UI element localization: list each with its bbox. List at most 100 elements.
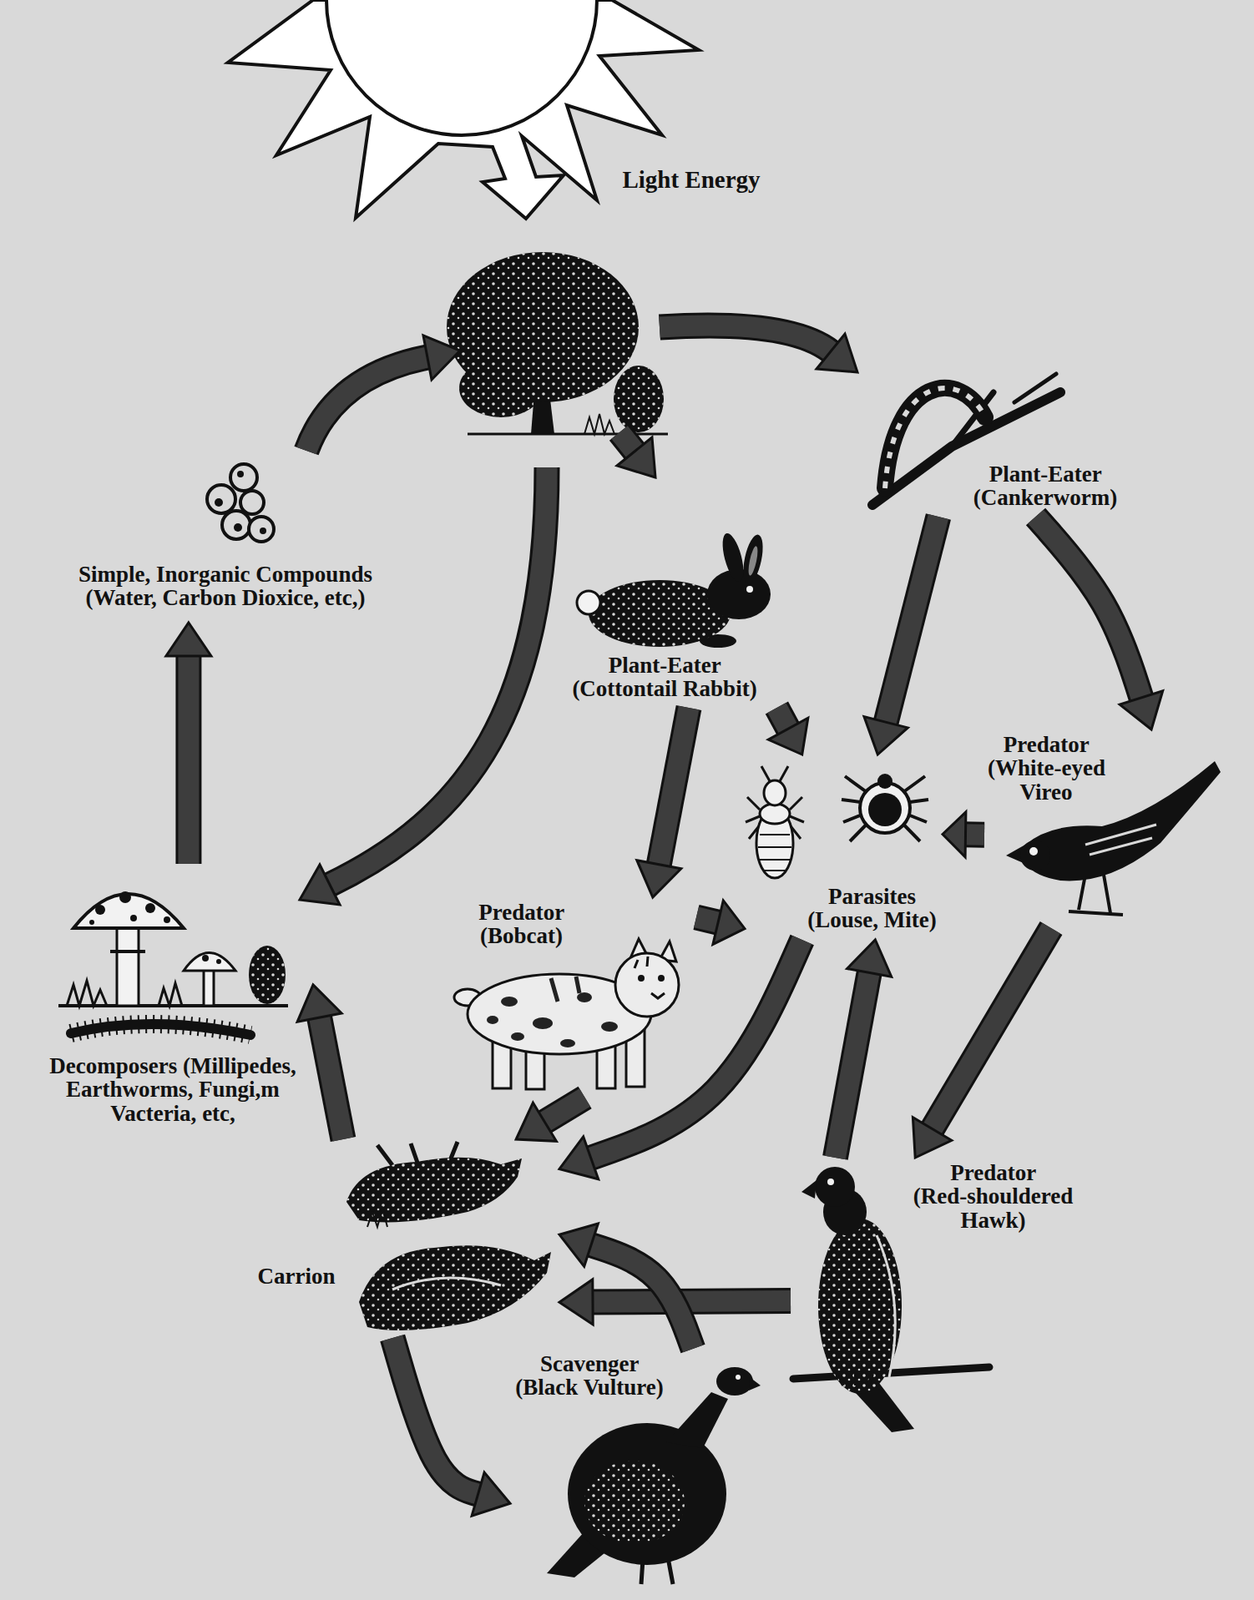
- decomposers-drawing: [58, 891, 289, 1036]
- label-word: Carbon: [162, 585, 238, 611]
- louse-drawing: [758, 834, 792, 871]
- arrow-shaft: [1036, 516, 1143, 701]
- illustration-arrow: [299, 467, 547, 906]
- decomposers-drawing: [70, 1024, 251, 1036]
- label-word: Rabbit): [682, 676, 758, 702]
- arrow-shaft: [930, 928, 1052, 1132]
- decomposers-drawing: [163, 916, 171, 924]
- vulture-drawing: [546, 1367, 761, 1585]
- label-word: Plant-Eater: [989, 461, 1102, 487]
- bobcat-drawing: [551, 976, 580, 1002]
- hawk-drawing: [827, 1178, 835, 1186]
- molecule-drawing: [207, 485, 236, 514]
- vireo-drawing: [1020, 840, 1051, 871]
- bobcat-drawing: [615, 953, 679, 1017]
- cankerworm-drawing: [1014, 374, 1057, 403]
- decomposers-drawing: [119, 891, 132, 904]
- label-word: (Bobcat): [480, 923, 563, 949]
- illustration-arrow: [306, 357, 428, 451]
- energy-flow-arrow: [768, 707, 809, 755]
- bobcat-drawing: [637, 975, 645, 982]
- decomposers-drawing: [158, 983, 183, 1007]
- decomposers-drawing: [70, 1024, 251, 1036]
- sun-drawing: [326, 0, 597, 136]
- rabbit-drawing: [739, 533, 767, 587]
- cankerworm-drawing: [884, 388, 986, 489]
- molecule-drawing: [240, 490, 264, 515]
- mite-drawing: [859, 783, 911, 834]
- energy-flow-arrow: [166, 622, 212, 865]
- louse-drawing: [763, 780, 786, 806]
- label-word: Mite): [884, 907, 937, 933]
- louse-drawing: [759, 803, 790, 825]
- arrow-shaft: [884, 516, 939, 725]
- arrow-head: [297, 985, 342, 1022]
- molecule-drawing: [237, 470, 244, 478]
- bobcat-drawing: [601, 1021, 618, 1032]
- label-word: Vacteria,: [110, 1101, 197, 1127]
- bobcat-drawing: [532, 1017, 553, 1030]
- food-web-node: Plant-Eater (Cankerworm): [867, 362, 1127, 517]
- hawk-drawing: [876, 1235, 895, 1378]
- energy-flow-arrow: [864, 516, 939, 755]
- arrow-head: [864, 717, 908, 755]
- sun-drawing: [227, 0, 699, 219]
- label-word: Vireo: [1020, 779, 1073, 805]
- arrow-shaft: [590, 1301, 791, 1303]
- decomposers-drawing: [110, 950, 146, 954]
- carrion-drawing: [346, 1142, 552, 1331]
- rabbit-drawing: [746, 546, 759, 577]
- arrow-shaft: [177, 653, 199, 865]
- arrow-head: [559, 1223, 598, 1267]
- arrow-outline: [884, 516, 939, 725]
- vulture-drawing: [716, 1367, 754, 1396]
- arrow-outline: [588, 1244, 693, 1350]
- label-word: (White-eyed: [987, 755, 1106, 781]
- molecule-drawing: [233, 523, 243, 532]
- label-word: Compounds: [255, 561, 373, 587]
- food-web-node: Parasites (Louse, Mite): [744, 754, 943, 941]
- hawk-drawing: [818, 1218, 902, 1395]
- rabbit-drawing: [576, 530, 771, 648]
- arrow-outline: [318, 1015, 344, 1140]
- vulture-drawing: [748, 1377, 761, 1391]
- food-web-node: Plant-Eater (Cottontail Rabbit): [561, 538, 789, 708]
- bobcat-drawing: [560, 1039, 576, 1048]
- label-word: Fungi,m: [198, 1077, 280, 1103]
- label-word: Predator: [950, 1160, 1036, 1186]
- arrow-head: [942, 812, 966, 858]
- energy-flow-arrow: [696, 900, 745, 946]
- bobcat-drawing: [510, 1032, 525, 1042]
- illustration-arrow: [659, 325, 831, 352]
- molecule-drawing: [248, 516, 274, 542]
- arrow-outline: [658, 707, 689, 868]
- arrow-head: [1119, 691, 1163, 730]
- organism-label: Light Energy: [607, 166, 775, 193]
- label-word: Predator: [478, 900, 564, 926]
- label-word: Vulture): [583, 1375, 664, 1401]
- label-word: Scavenger: [540, 1351, 639, 1377]
- label-word: etc,: [202, 1101, 236, 1127]
- cankerworm-drawing: [884, 388, 986, 489]
- carrion-drawing: [392, 1278, 501, 1290]
- label-word: Earthworms,: [65, 1077, 193, 1103]
- carrion-drawing: [359, 1245, 552, 1331]
- decomposers-drawing: [248, 945, 286, 1005]
- label-word: Predator: [1003, 732, 1089, 758]
- decomposers-drawing: [248, 945, 286, 1005]
- arrow-outline: [392, 1338, 481, 1496]
- food-web-node: Scavenger (Black Vulture): [510, 1349, 761, 1588]
- arrow-shaft: [392, 1338, 481, 1496]
- molecule-drawing: [214, 498, 223, 507]
- label-word: Carrion: [257, 1264, 336, 1290]
- illustration-arrow: [619, 432, 637, 454]
- illustration-arrow: [329, 467, 547, 885]
- decomposers-drawing: [130, 915, 137, 922]
- organism-label: Parasites (Louse, Mite): [803, 884, 941, 933]
- illustration-arrow: [299, 864, 340, 906]
- molecule-drawing: [230, 464, 258, 491]
- energy-flow-arrow: [834, 940, 891, 1158]
- decomposers-drawing: [203, 968, 214, 1007]
